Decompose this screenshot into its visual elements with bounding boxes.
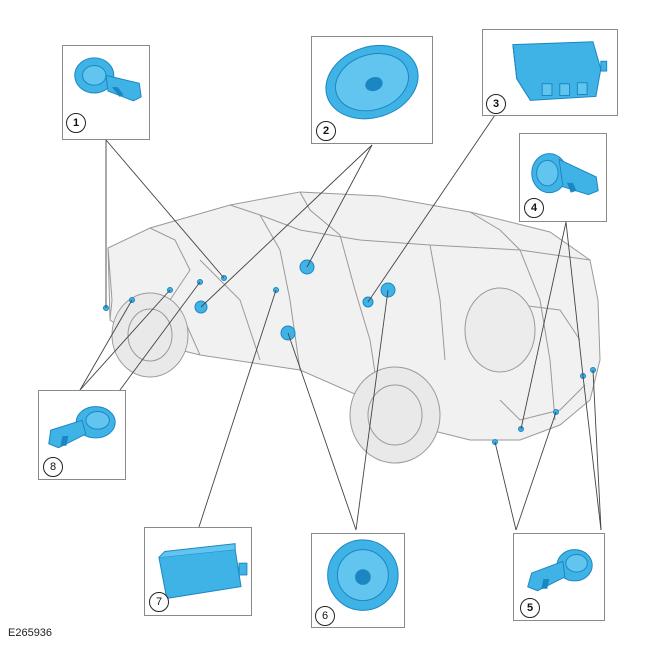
component-box-6: 6	[311, 533, 405, 628]
speaker-icon	[327, 539, 399, 611]
component-box-1: 1	[62, 45, 150, 140]
callout-2: 2	[316, 121, 336, 141]
speaker-icon	[325, 45, 419, 120]
callout-6: 6	[315, 606, 335, 626]
component-box-8: 8	[38, 390, 126, 480]
parking-sensor-icon	[527, 549, 593, 592]
component-box-5: 5	[513, 533, 605, 621]
speaker-bar-icon	[158, 543, 248, 599]
control-module-icon	[512, 41, 608, 101]
vehicle-outline	[107, 191, 601, 464]
callout-5: 5	[520, 598, 540, 618]
callout-3: 3	[486, 94, 506, 114]
component-box-2: 2	[311, 36, 433, 144]
callout-7: 7	[149, 592, 169, 612]
parking-sensor-icon	[531, 153, 599, 196]
parking-sensor-icon	[74, 57, 142, 102]
callout-1: 1	[66, 113, 86, 133]
component-box-7: 7	[144, 527, 252, 616]
callout-4: 4	[524, 198, 544, 218]
component-box-3: 3	[482, 29, 618, 116]
component-box-4: 4	[519, 133, 607, 222]
figure-reference-code: E265936	[8, 627, 53, 639]
leader-lines	[79, 114, 602, 531]
parking-sensor-icon	[48, 406, 116, 449]
callout-8: 8	[43, 457, 63, 477]
